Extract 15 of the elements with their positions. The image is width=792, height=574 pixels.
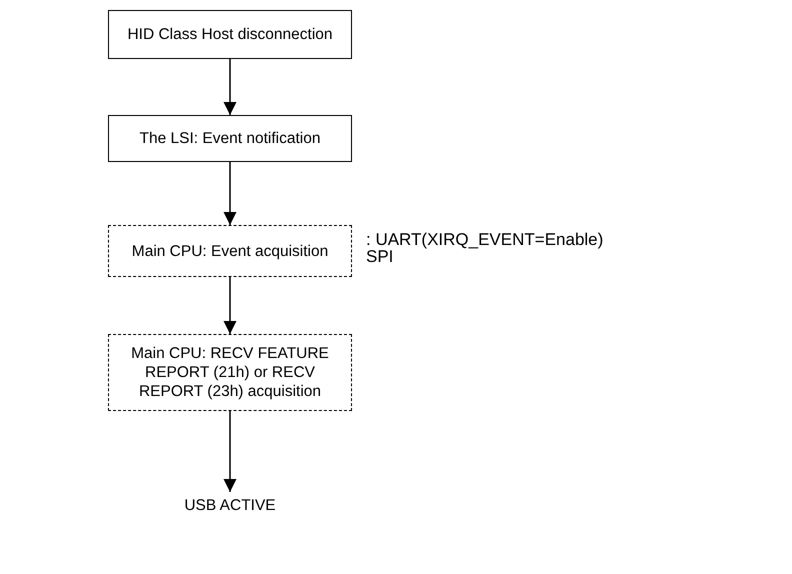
step-text: Main CPU: Event acquisition xyxy=(132,242,328,260)
note-text: SPI xyxy=(366,248,394,265)
step-text: The LSI: Event notification xyxy=(140,129,320,148)
arrow xyxy=(224,411,236,492)
arrow xyxy=(224,277,236,334)
note-text: : UART(XIRQ_EVENT=Enable) xyxy=(366,231,604,248)
arrow xyxy=(224,162,236,225)
optional-process-box xyxy=(108,334,352,411)
end-label: USB ACTIVE xyxy=(160,492,300,518)
process-box xyxy=(108,115,352,162)
process-box xyxy=(108,10,352,59)
optional-process-box xyxy=(108,225,352,277)
arrow xyxy=(224,59,236,115)
step-text: HID Class Host disconnection xyxy=(127,25,333,44)
step-text: Main CPU: RECV FEATURE REPORT (21h) or RECV REPORT (23h) acquisition xyxy=(130,344,330,401)
